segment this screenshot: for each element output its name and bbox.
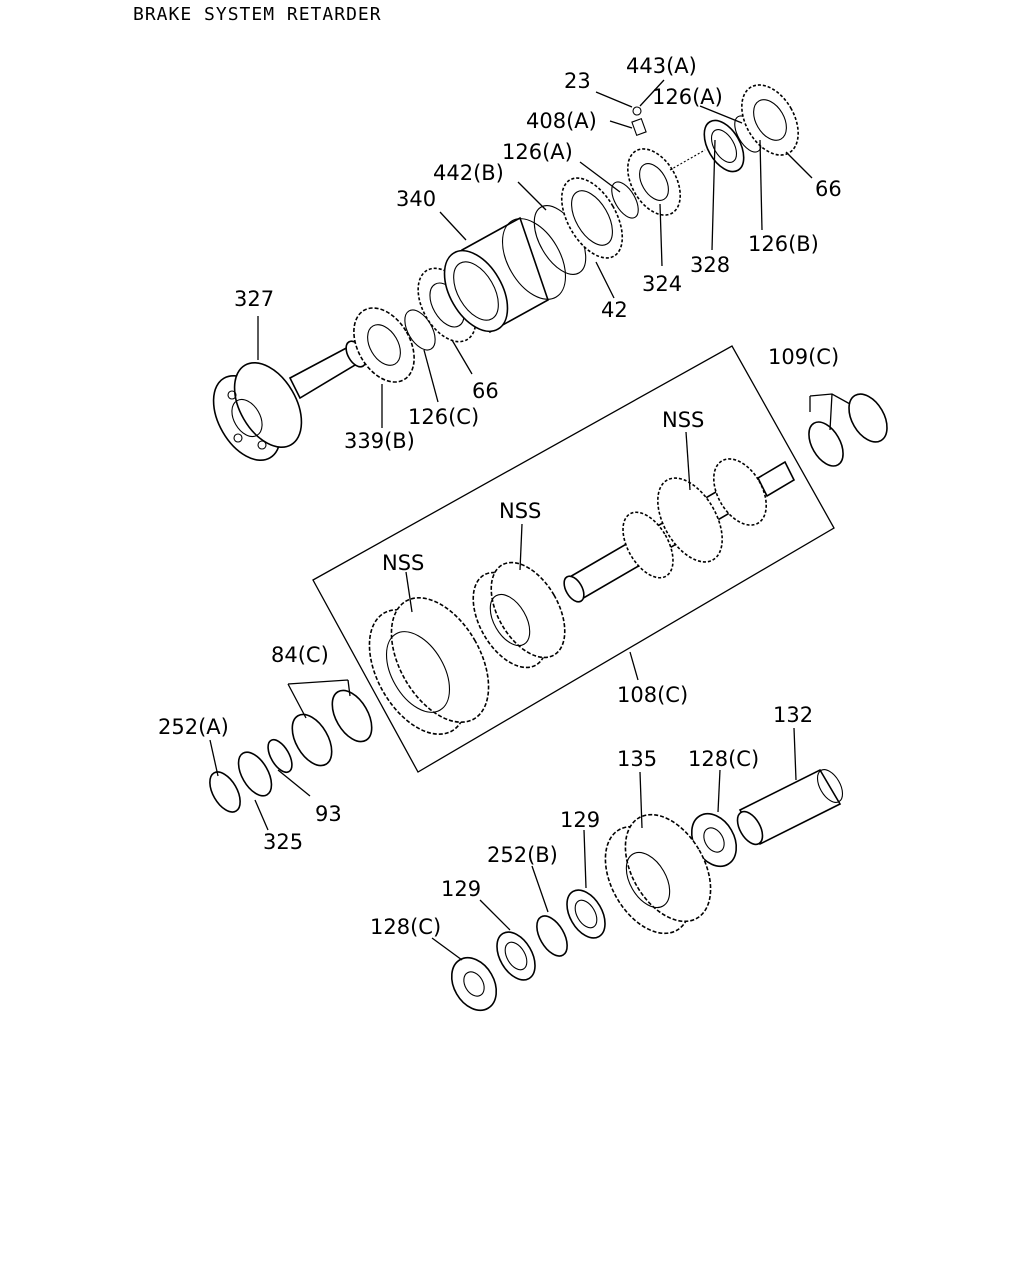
label-126b: 126(B): [748, 232, 819, 256]
label-nss-top: NSS: [662, 408, 704, 432]
bearing-129-top: [566, 889, 606, 939]
label-126a-top: 126(A): [652, 85, 723, 109]
label-128c-left: 128(C): [370, 915, 441, 939]
label-443a: 443(A): [626, 54, 697, 78]
label-109c: 109(C): [768, 345, 839, 369]
label-325: 325: [263, 830, 303, 854]
ring-93: [267, 738, 293, 774]
shaft-132: [736, 768, 844, 846]
gear-nss-large: [368, 597, 490, 735]
label-129-top: 129: [560, 808, 600, 832]
label-252b: 252(B): [487, 843, 558, 867]
spring-408a: [631, 118, 647, 136]
label-84c: 84(C): [271, 643, 329, 667]
label-93: 93: [315, 802, 342, 826]
leader-lines: [209, 79, 851, 961]
label-132: 132: [773, 703, 813, 727]
bearing-84c: [291, 689, 373, 767]
ring-252b: [536, 915, 568, 957]
ball-23: [632, 106, 642, 116]
label-nss-low: NSS: [382, 551, 424, 575]
gear-339b: [353, 307, 415, 383]
countershaft: [563, 458, 796, 603]
label-129-low: 129: [441, 877, 481, 901]
assembly-box-108c: [312, 345, 835, 773]
gear-324: [626, 148, 682, 216]
label-126a-mid: 126(A): [502, 140, 573, 164]
drum-340: [443, 216, 567, 334]
label-66-mid: 66: [472, 379, 499, 403]
label-324: 324: [642, 272, 682, 296]
label-108c: 108(C): [617, 683, 688, 707]
label-339b: 339(B): [344, 429, 415, 453]
part-labels: 23 443(A) 126(A) 408(A) 126(A) 442(B) 34…: [158, 54, 842, 939]
flange-327: [212, 340, 367, 462]
ring-325: [237, 751, 273, 797]
label-327: 327: [234, 287, 274, 311]
ring-126a-mid: [611, 181, 639, 219]
label-252a: 252(A): [158, 715, 229, 739]
label-42: 42: [601, 298, 628, 322]
label-66-top: 66: [815, 177, 842, 201]
label-126c: 126(C): [408, 405, 479, 429]
washer-128c-left: [450, 956, 498, 1012]
gear-135: [604, 813, 712, 935]
label-408a: 408(A): [526, 109, 597, 133]
gear-66-top: [741, 84, 799, 156]
label-128c-right: 128(C): [688, 747, 759, 771]
ring-126c: [404, 309, 436, 351]
label-340: 340: [396, 187, 436, 211]
label-135: 135: [617, 747, 657, 771]
label-328: 328: [690, 253, 730, 277]
label-nss-mid: NSS: [499, 499, 541, 523]
label-442b: 442(B): [433, 161, 504, 185]
label-23: 23: [564, 69, 591, 93]
bearing-109c: [808, 393, 888, 467]
gear-42: [560, 177, 624, 259]
bearing-129-low: [496, 931, 536, 981]
gear-nss-medium: [472, 561, 566, 669]
diagram-title: BRAKE SYSTEM RETARDER: [133, 4, 382, 25]
bearing-328: [703, 119, 745, 173]
ring-252a: [209, 771, 241, 813]
